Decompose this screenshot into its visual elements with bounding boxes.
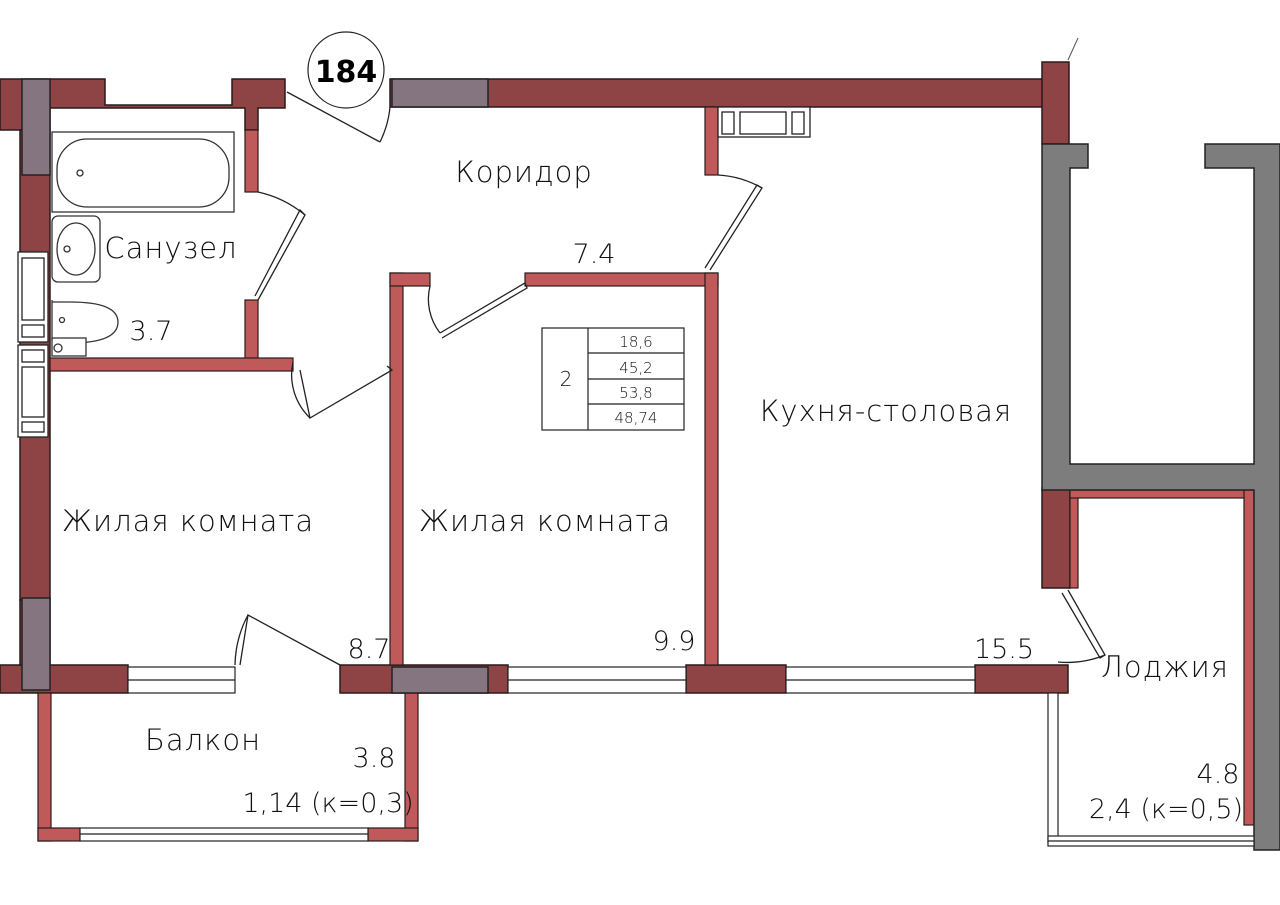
room-area-balcony: 3.8 bbox=[353, 743, 396, 774]
toilet bbox=[51, 300, 119, 344]
room-area-living-left: 8.7 bbox=[348, 634, 391, 665]
table-value: 53,8 bbox=[619, 384, 652, 402]
vent-shafts bbox=[17, 106, 811, 438]
table-value: 48,74 bbox=[615, 409, 658, 427]
edge-mark bbox=[1067, 37, 1079, 61]
room-name-living-middle: Жилая комната bbox=[419, 504, 671, 538]
room-name-balcony: Балкон bbox=[145, 723, 261, 757]
room-area-living-middle: 9.9 bbox=[653, 626, 696, 657]
room-area-loggia: 4.8 bbox=[1197, 759, 1240, 790]
room-area-kitchen: 15.5 bbox=[974, 634, 1034, 665]
room-name-living-left: Жилая комната bbox=[62, 504, 314, 538]
room-name-corridor: Коридор bbox=[455, 155, 593, 189]
room-area-corridor: 7.4 bbox=[573, 239, 616, 270]
columns bbox=[21, 78, 489, 694]
room-name-loggia: Лоджия bbox=[1101, 650, 1229, 684]
unit-number: 184 bbox=[315, 55, 378, 90]
table-value: 45,2 bbox=[619, 359, 652, 377]
room-name-bathroom: Санузел bbox=[104, 231, 237, 265]
summary-table bbox=[541, 327, 685, 431]
walls-interior bbox=[37, 106, 1255, 842]
unit-number-badge: 184 bbox=[307, 31, 385, 109]
rooms-count: 2 bbox=[560, 367, 573, 391]
room-reduced-balcony: 1,14 (к=0,3) bbox=[242, 788, 413, 819]
table-value: 18,6 bbox=[619, 333, 652, 351]
room-name-kitchen: Кухня-столовая bbox=[760, 394, 1012, 428]
neighbor-walls bbox=[1041, 143, 1280, 851]
room-area-bathroom: 3.7 bbox=[130, 316, 173, 347]
room-reduced-loggia: 2,4 (к=0,5) bbox=[1089, 794, 1243, 825]
windows bbox=[79, 666, 1255, 847]
bathroom-fixtures bbox=[51, 131, 235, 357]
doors bbox=[234, 91, 1106, 666]
